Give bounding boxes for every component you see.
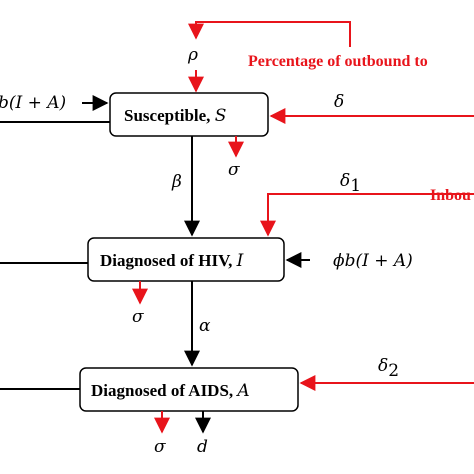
hiv-recruit-label: ϕb(I + A): [333, 251, 413, 271]
svg-text:Susceptible, S: Susceptible, S: [124, 106, 226, 126]
beta-symbol: β: [171, 172, 182, 192]
aids-label: Diagnosed of AIDS,: [91, 381, 237, 400]
hiv-label: Diagnosed of HIV,: [100, 251, 237, 270]
svg-text:δ1: δ1: [340, 171, 361, 196]
hiv-symbol: I: [236, 251, 244, 271]
svg-text:δ2: δ2: [378, 356, 399, 381]
rho-symbol: ρ: [187, 45, 198, 65]
inbound-annotation: Inbou: [430, 187, 471, 204]
outbound-annotation: Percentage of outbound to: [248, 53, 428, 70]
delta-symbol: δ: [334, 92, 344, 112]
aids-sigma-symbol: σ: [154, 437, 166, 457]
delta2-symbol: δ: [378, 356, 388, 376]
svg-text:Diagnosed of HIV, I: Diagnosed of HIV, I: [100, 251, 244, 271]
outbound-feedback-line: [188, 21, 351, 47]
alpha-symbol: α: [199, 316, 211, 336]
susceptible-sigma-symbol: σ: [228, 160, 240, 180]
inbound-feedback-line: [260, 193, 474, 237]
hiv-box: Diagnosed of HIV, I: [87, 237, 285, 282]
delta1-symbol: δ: [340, 171, 350, 191]
delta1-subscript: 1: [350, 176, 361, 196]
susceptible-label: Susceptible,: [124, 106, 215, 125]
aids-symbol: A: [235, 381, 249, 401]
susceptible-symbol: S: [215, 106, 227, 126]
susceptible-recruit-label: b(I + A): [0, 93, 66, 113]
d-symbol: d: [197, 437, 208, 457]
hiv-sigma-symbol: σ: [132, 307, 144, 327]
aids-box: Diagnosed of AIDS, A: [79, 367, 299, 412]
svg-text:Diagnosed of AIDS, A: Diagnosed of AIDS, A: [91, 381, 250, 401]
susceptible-box: Susceptible, S: [109, 92, 269, 137]
delta2-subscript: 2: [388, 361, 399, 381]
